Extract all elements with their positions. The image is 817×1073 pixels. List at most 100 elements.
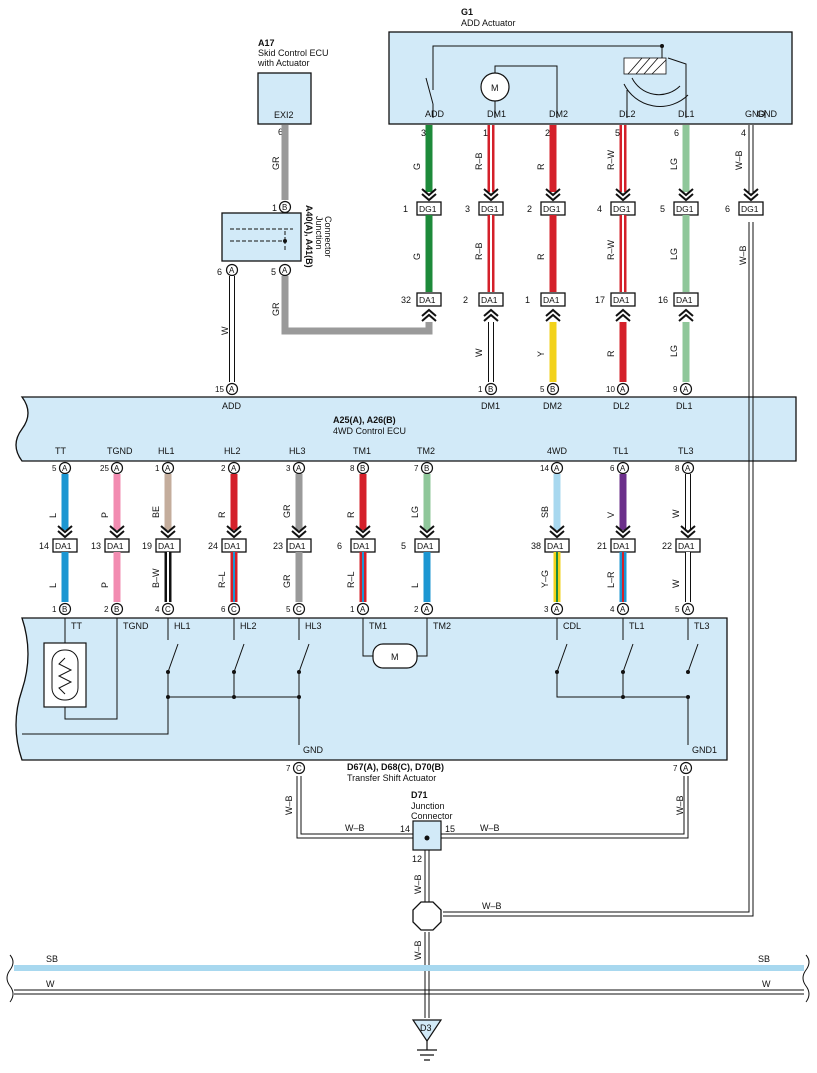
ecu-top-pin-4-num: 9 xyxy=(673,385,678,394)
tsa-dot-3 xyxy=(297,695,301,699)
ecu-bottom-term-9: TL3 xyxy=(678,446,694,456)
connector-dg1-1-chevron xyxy=(483,188,499,202)
connector-da1-low-2-chevron xyxy=(160,525,176,539)
tsa-top-term-4: HL3 xyxy=(305,621,322,631)
connector-dg1-4-chevron xyxy=(678,188,694,202)
wire-label-lower1-6: LG xyxy=(410,506,420,518)
a40-pin-a-left-letter: A xyxy=(229,266,235,275)
connector-da1-low-9-chevron xyxy=(680,525,696,539)
bus-w-label-right: W xyxy=(762,979,771,989)
connector-dg1-1-label: DG1 xyxy=(481,204,499,214)
ecu-bottom-term-3: HL2 xyxy=(224,446,241,456)
ecu-bottom-pin-2-num: 1 xyxy=(155,464,160,473)
tsa-gnd1-pin: A7 xyxy=(673,761,693,775)
connector-da1-low-0-chevron xyxy=(57,525,73,539)
d71-pin-14: 14 xyxy=(400,824,410,834)
wire-g1-dg1-5 xyxy=(748,125,754,192)
wire-label-lower1-5: R xyxy=(346,511,356,518)
tsa-top-pin-0: B1 xyxy=(52,602,72,616)
ecu-top-term-add: ADD xyxy=(222,401,242,411)
ecu-bottom-pin-9: A8 xyxy=(675,461,695,475)
gnd-label-5: W–B xyxy=(413,874,423,894)
ecu-bottom-term-7: 4WD xyxy=(547,446,568,456)
tsa-gnd-pin: C7 xyxy=(286,761,306,775)
wire-label-a17-gr: GR xyxy=(271,156,281,170)
tsa-top-pin-8-num: 4 xyxy=(610,605,615,614)
wire-label-upper1-5: W–B xyxy=(734,150,744,170)
ecu-top-pin-4-letter: A xyxy=(683,385,689,394)
bus-sb xyxy=(14,965,804,971)
ecu-name: 4WD Control ECU xyxy=(333,426,406,436)
a17-pin: 6 xyxy=(278,127,283,137)
g1-junction-dot xyxy=(660,44,664,48)
connector-dg1-0-pin: 1 xyxy=(403,204,408,214)
a40-pin-5: 5 xyxy=(271,267,276,277)
wire-label-upper1-1: R–B xyxy=(474,152,484,170)
connector-da1-low-9-label: DA1 xyxy=(678,541,695,551)
g1-sensor-symbol xyxy=(623,77,689,107)
wire-label-lower2-1: P xyxy=(100,582,110,588)
a40-pin-a-left: A xyxy=(225,263,239,277)
bus-w xyxy=(14,989,804,995)
connector-da1-up-3-label: DA1 xyxy=(613,295,630,305)
wire-label-upper3-0: W xyxy=(474,348,484,357)
connector-dg1-2-label: DG1 xyxy=(543,204,561,214)
ecu-top-pin-2-letter: B xyxy=(550,385,555,394)
connector-da1-low-0-label: DA1 xyxy=(55,541,72,551)
wire-label-lower1-9: W xyxy=(671,509,681,518)
gnd-wire-left xyxy=(296,776,413,839)
connector-da1-up-0: DA1 32 xyxy=(401,292,442,322)
ecu-top-pin-3-letter: A xyxy=(620,385,626,394)
connector-da1-low-9: DA1 22 xyxy=(662,525,701,553)
ecu-bottom-pin-2-letter: A xyxy=(165,464,171,473)
connector-da1-up-4-label: DA1 xyxy=(676,295,693,305)
wire-label-lower1-8: V xyxy=(606,512,616,518)
ecu-bottom-pin-2: A1 xyxy=(155,461,175,475)
gnd-label-3: W–B xyxy=(345,823,365,833)
ecu-bottom-term-6: TM2 xyxy=(417,446,435,456)
connector-da1-up-3-chevron xyxy=(615,308,631,322)
ecu-box xyxy=(15,396,797,462)
wire-label-upper2-2: R xyxy=(536,253,546,260)
a40-box xyxy=(221,212,302,262)
wire-label-upper3-2: R xyxy=(606,350,616,357)
a17-name-2: with Actuator xyxy=(257,58,310,68)
ecu-bottom-pin-8-num: 6 xyxy=(610,464,615,473)
connector-da1-low-6-label: DA1 xyxy=(417,541,434,551)
tsa-dot-2 xyxy=(232,695,236,699)
a17-skid-control-ecu: A17 Skid Control ECU with Actuator EXI2 … xyxy=(257,38,329,137)
a40-pin-1: 1 xyxy=(272,203,277,213)
wire-label-a40-w: W xyxy=(220,326,230,335)
ecu-bottom-term-0: TT xyxy=(55,446,66,456)
a40-id: A40(A), A41(B) xyxy=(304,205,314,268)
ecu-bottom-pin-0-letter: A xyxy=(62,464,68,473)
g1-motor-circle xyxy=(480,72,510,102)
connector-da1-up-0-pin: 32 xyxy=(401,295,411,305)
wire-label-lower2-5: R–L xyxy=(346,571,356,588)
connector-da1-up-2-chevron xyxy=(545,308,561,322)
wire-label-lower1-7: SB xyxy=(540,506,550,518)
g1-box xyxy=(388,31,793,125)
connector-da1-low-4-chevron xyxy=(291,525,307,539)
ecu-bottom-pin-4-letter: A xyxy=(296,464,302,473)
d71-pin-15: 15 xyxy=(445,824,455,834)
a17-id: A17 xyxy=(258,38,275,48)
splice-point xyxy=(412,901,442,931)
connector-da1-up-0-label: DA1 xyxy=(419,295,436,305)
ecu-bottom-pin-5: B8 xyxy=(350,461,370,475)
tsa-motor-box xyxy=(372,643,418,669)
a40-dot xyxy=(283,239,287,243)
wires-and-connectors: ADD3DM11DM22DL25DL16GND4GNDGDG11R–BDG13R… xyxy=(39,109,778,775)
g1-id: G1 xyxy=(461,7,473,17)
ecu-top-pin-2-num: 5 xyxy=(540,385,545,394)
g1-pin-gnd: 4 xyxy=(741,128,746,138)
ground-symbol xyxy=(417,1041,437,1061)
connector-da1-low-9-pin: 22 xyxy=(662,541,672,551)
wire-label-upper1-0: G xyxy=(412,163,422,170)
connector-dg1-5-chevron xyxy=(743,188,759,202)
ground-id: D3 xyxy=(420,1023,432,1033)
tsa-top-pin-3: C6 xyxy=(221,602,241,616)
wire-label-lower1-0: L xyxy=(48,513,58,518)
